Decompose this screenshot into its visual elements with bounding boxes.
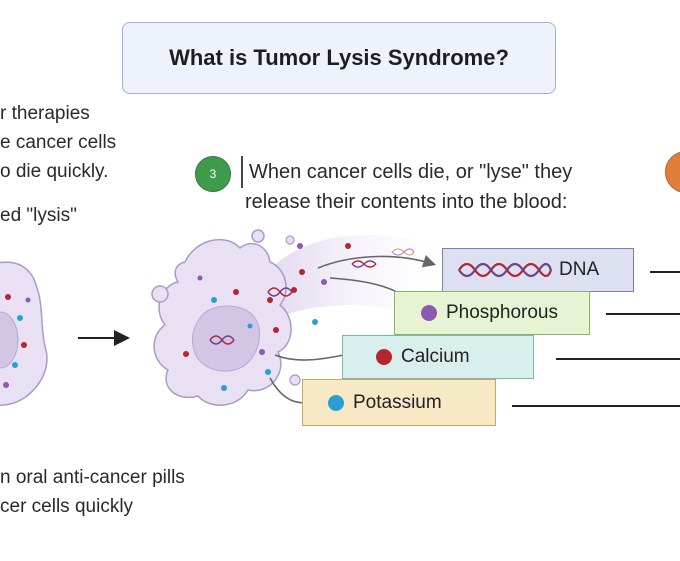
page-title: What is Tumor Lysis Syndrome? bbox=[169, 45, 509, 70]
calcium-label: Calcium bbox=[401, 346, 470, 367]
bottom-text-line-1: n oral anti-cancer pills bbox=[0, 467, 185, 488]
step-divider bbox=[241, 156, 243, 188]
dna-helix-icon bbox=[458, 262, 553, 278]
phosphorous-dot-icon bbox=[421, 305, 437, 321]
potassium-dot-icon bbox=[328, 394, 344, 411]
bottom-text-line-2: cer cells quickly bbox=[0, 496, 134, 517]
step-number-badge: 3 bbox=[195, 156, 231, 192]
calcium-box: Calcium bbox=[342, 335, 534, 379]
phosphorous-box: Phosphorous bbox=[394, 291, 590, 335]
left-text-line-1: r therapies bbox=[0, 103, 90, 124]
potassium-label: Potassium bbox=[353, 391, 442, 413]
calcium-dot-icon bbox=[376, 349, 392, 365]
left-text-lysis: ed "lysis" bbox=[0, 205, 77, 226]
arrow-to-dna bbox=[317, 255, 437, 269]
phosphorous-label: Phosphorous bbox=[446, 302, 558, 323]
intact-cancer-cell bbox=[0, 261, 48, 406]
step-number: 3 bbox=[209, 167, 217, 181]
step-text-line-1: When cancer cells die, or "lyse" they bbox=[249, 161, 573, 183]
title-box: What is Tumor Lysis Syndrome? bbox=[122, 22, 556, 94]
potassium-box: Potassium bbox=[302, 379, 496, 426]
step-text-line-2: release their contents into the blood: bbox=[245, 191, 568, 213]
left-text-line-3: o die quickly. bbox=[0, 161, 109, 182]
dna-label: DNA bbox=[559, 259, 600, 280]
left-text-line-2: e cancer cells bbox=[0, 132, 117, 153]
dna-box: DNA bbox=[442, 248, 634, 292]
lysing-cancer-cell bbox=[151, 229, 301, 406]
